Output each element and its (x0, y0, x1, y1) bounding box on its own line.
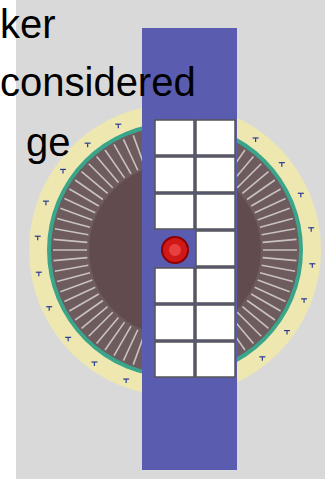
slot-cell (196, 120, 235, 155)
slot-cell (196, 194, 235, 229)
slide-text: ge (26, 122, 71, 162)
slot-line (55, 265, 88, 271)
slot-line (105, 322, 125, 350)
slot-cell (155, 120, 194, 155)
green-ring (47, 122, 303, 378)
red-core (169, 244, 181, 256)
tick (118, 124, 119, 128)
tick (37, 236, 38, 240)
slot-line (53, 249, 87, 251)
slot-line (82, 172, 108, 194)
slot-cell (155, 342, 194, 377)
tick (312, 264, 313, 268)
ticks (35, 113, 316, 392)
slots (53, 128, 297, 372)
slot-line (53, 239, 87, 242)
slot-line (97, 317, 119, 343)
slot-line (53, 258, 87, 261)
outer-ring (29, 104, 321, 396)
tick (303, 299, 304, 303)
tick (49, 307, 50, 311)
tick (281, 163, 282, 167)
slot-line (242, 307, 268, 329)
tick (126, 379, 127, 383)
slot-line (251, 294, 280, 311)
slot-line (237, 312, 261, 336)
tick (255, 138, 256, 142)
slot-cell (196, 157, 235, 192)
core (51, 126, 299, 374)
slot-cell (196, 305, 235, 340)
tick (311, 228, 312, 232)
slot-line (114, 326, 131, 355)
slot-cell (196, 231, 235, 266)
slot-cell (155, 305, 194, 340)
slot-line (75, 180, 103, 200)
slot-line (55, 229, 88, 235)
slot-line (262, 265, 295, 271)
slot-line (237, 164, 261, 188)
slot-line (57, 273, 90, 282)
slot-line (57, 218, 90, 227)
slot-line (105, 150, 125, 178)
slot-line (247, 180, 275, 200)
tick (87, 143, 88, 147)
slot-line (263, 258, 297, 261)
slot-line (89, 164, 113, 188)
tick (45, 201, 46, 205)
cells (155, 120, 235, 377)
slot-line (97, 157, 119, 183)
slot-line (260, 273, 293, 282)
tick (286, 331, 287, 335)
tick (94, 362, 95, 366)
tick (62, 169, 63, 173)
slot-line (263, 249, 297, 251)
slot-cell (155, 194, 194, 229)
slot-line (75, 300, 103, 320)
tick (300, 193, 301, 197)
slot-line (247, 300, 275, 320)
slot-line (260, 218, 293, 227)
slot-line (69, 189, 98, 206)
slot-line (242, 172, 268, 194)
slot-line (258, 208, 290, 220)
slot-line (262, 229, 295, 235)
slot-line (263, 239, 297, 242)
red-conductor (162, 237, 188, 263)
slot-cell (155, 157, 194, 192)
tick (262, 357, 263, 361)
tick (68, 337, 69, 341)
slide-text: ker (0, 4, 56, 44)
slide-text: considered (0, 62, 196, 102)
slot-cell (196, 268, 235, 303)
slot-cell (196, 342, 235, 377)
tick (38, 272, 39, 276)
slot-cell (155, 268, 194, 303)
slot-line (89, 312, 113, 336)
slot-line (82, 307, 108, 329)
slot-line (60, 280, 92, 292)
